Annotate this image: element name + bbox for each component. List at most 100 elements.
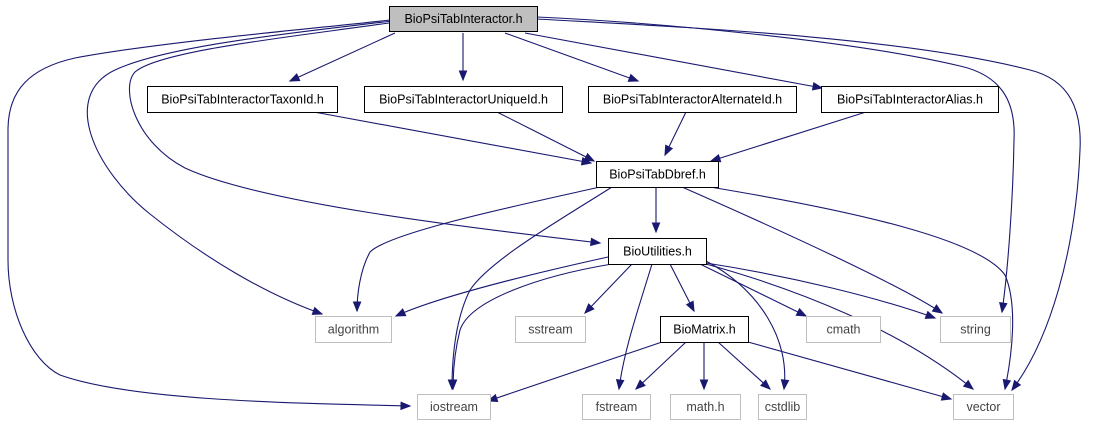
edge-line (705, 260, 786, 390)
node-box (806, 316, 881, 343)
edge-root-to-utilities (128, 21, 602, 247)
edge-alternate-to-dbref (664, 111, 687, 157)
node-label: math.h (686, 400, 724, 414)
edge-arrowhead-icon (400, 401, 412, 411)
edge-arrowhead-icon (699, 379, 709, 391)
edge-line (681, 186, 943, 314)
node-matrix[interactable]: BioMatrix.h (660, 316, 749, 343)
node-label: vector (966, 400, 1000, 414)
edge-arrowhead-icon (651, 222, 661, 234)
edge-unique-to-dbref (496, 111, 596, 162)
node-label: BioMatrix.h (673, 323, 736, 337)
edge-arrowhead-icon (924, 310, 937, 319)
node-dbref[interactable]: BioPsiTabDbref.h (596, 161, 719, 188)
edge-line (504, 32, 639, 82)
node-alternate[interactable]: BioPsiTabInteractorAlternateId.h (588, 86, 797, 113)
node-label: sstream (528, 323, 572, 337)
node-cmath: cmath (806, 316, 881, 343)
edge-line (86, 20, 393, 315)
edge-root-to-alternate (504, 32, 640, 82)
edge-root-to-algorithm (86, 20, 393, 315)
node-root[interactable]: BioPsiTabInteractor.h (389, 6, 538, 32)
node-label: BioPsiTabInteractorAlternateId.h (603, 93, 782, 107)
edge-utilities-to-sstream (584, 263, 633, 314)
edge-arrowhead-icon (811, 81, 824, 91)
node-label: cmath (826, 323, 860, 337)
edge-root-to-unique (458, 33, 468, 82)
node-box (596, 161, 719, 188)
edge-arrowhead-icon (780, 379, 790, 391)
edge-dbref-to-string (681, 186, 944, 314)
edge-matrix-to-fstream (635, 341, 687, 390)
edge-arrowhead-icon (590, 237, 602, 247)
edge-root-to-taxon (288, 32, 396, 82)
edge-utilities-to-vector (705, 263, 975, 390)
node-taxon[interactable]: BioPsiTabInteractorTaxonId.h (147, 86, 338, 113)
edge-matrix-to-iostream (486, 341, 663, 403)
edge-arrowhead-icon (664, 144, 674, 157)
edge-arrowhead-icon (584, 303, 595, 314)
edge-dbref-to-algorithm (352, 186, 601, 313)
edge-line (496, 111, 595, 162)
node-box (821, 86, 999, 113)
edge-line (395, 256, 609, 317)
node-iostream: iostream (417, 394, 491, 420)
edge-arrowhead-icon (635, 379, 646, 390)
node-label: fstream (596, 400, 638, 414)
edge-arrowhead-icon (931, 304, 944, 314)
edge-line (635, 341, 687, 390)
edge-arrowhead-icon (1002, 378, 1012, 391)
edge-dbref-to-iostream (447, 186, 613, 391)
node-layer: BioPsiTabInteractor.hBioPsiTabInteractor… (147, 6, 1014, 420)
edge-line (452, 263, 613, 390)
edge-arrowhead-icon (288, 73, 301, 82)
edge-line (356, 186, 601, 312)
edge-arrowhead-icon (1011, 379, 1022, 392)
edge-arrowhead-icon (709, 154, 722, 163)
node-box (670, 394, 741, 420)
edge-arrowhead-icon (352, 301, 362, 313)
edge-line (717, 341, 771, 390)
edge-line (747, 341, 952, 400)
edge-utilities-to-algorithm (394, 256, 609, 317)
node-label: algorithm (328, 323, 379, 337)
edge-utilities-to-iostream (448, 263, 613, 391)
node-utilities[interactable]: BioUtilities.h (608, 238, 707, 265)
edge-utilities-to-string (705, 262, 937, 319)
node-unique[interactable]: BioPsiTabInteractorUniqueId.h (364, 86, 563, 113)
node-label: BioPsiTabDbref.h (609, 168, 706, 182)
edge-utilities-to-cmath (699, 263, 808, 317)
edge-line (705, 262, 936, 319)
node-box (515, 316, 586, 343)
edge-arrowhead-icon (627, 73, 640, 82)
edge-matrix-to-math (699, 342, 709, 391)
edge-line (451, 186, 613, 390)
edge-arrowhead-icon (311, 306, 324, 315)
node-box (582, 394, 651, 420)
node-label: BioPsiTabInteractor.h (404, 12, 522, 26)
node-box (758, 394, 807, 420)
node-sstream: sstream (515, 316, 586, 343)
edge-arrowhead-icon (940, 392, 953, 401)
edge-line (709, 186, 1014, 390)
edge-root-to-alias (524, 32, 824, 91)
edge-arrowhead-icon (685, 300, 695, 313)
edge-utilities-to-cstdlib (705, 260, 790, 391)
node-box (417, 394, 491, 420)
edge-line (524, 32, 823, 89)
edge-line (536, 18, 1081, 391)
node-alias[interactable]: BioPsiTabInteractorAlias.h (821, 86, 999, 113)
node-box (588, 86, 797, 113)
edge-dbref-to-vector (709, 186, 1014, 391)
node-box (660, 316, 749, 343)
node-label: BioPsiTabInteractorUniqueId.h (379, 93, 548, 107)
edge-root-to-iostream (7, 19, 412, 411)
node-cstdlib: cstdlib (758, 394, 807, 420)
node-algorithm: algorithm (315, 316, 392, 343)
node-label: string (960, 323, 991, 337)
edge-line (128, 21, 601, 244)
edge-line (705, 263, 974, 390)
edge-layer (7, 16, 1081, 411)
edge-line (487, 341, 663, 402)
node-vector: vector (953, 394, 1014, 420)
